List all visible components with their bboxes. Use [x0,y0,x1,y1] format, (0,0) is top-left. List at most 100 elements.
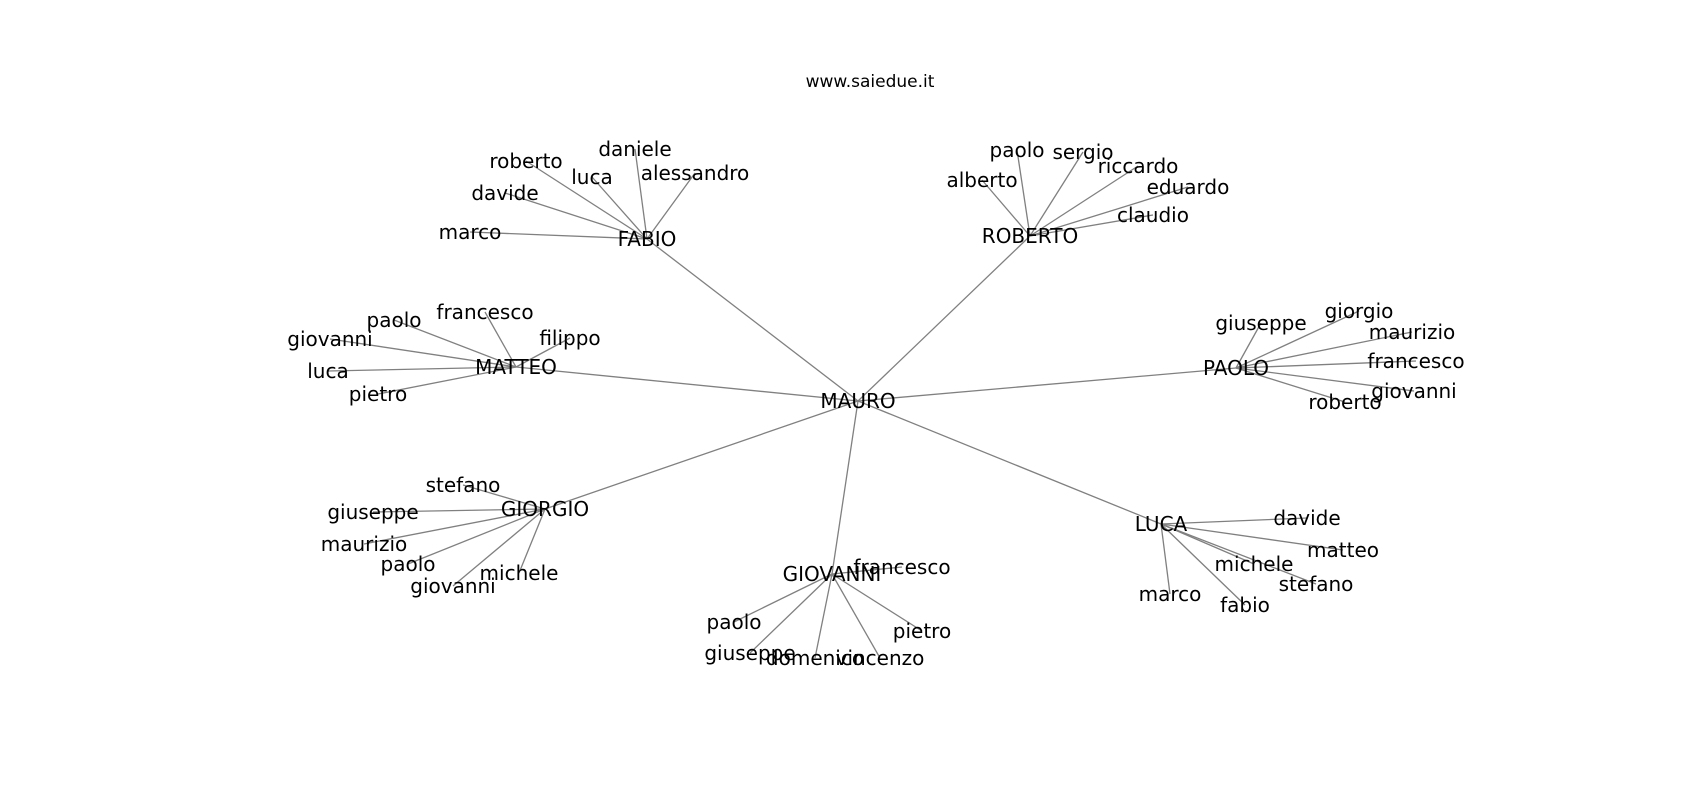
edge-hub-to-leaf [1016,149,1031,237]
leaf-node-label: daniele [598,137,671,161]
edge-hub-to-leaf [1029,151,1084,237]
edge-root-to-hub [857,400,1162,525]
leaf-node-label: paolo [381,552,436,576]
edge-hub-to-leaf [1160,523,1317,585]
leaf-node-label: michele [1215,552,1294,576]
hub-node-label: GIOVANNI [783,562,882,586]
edge-hub-to-leaf [1160,523,1171,595]
leaf-node-label: filippo [539,326,600,350]
edge-hub-to-leaf [469,231,648,240]
edge-hub-to-leaf [462,484,546,510]
leaf-node-label: paolo [367,308,422,332]
leaf-node-label: alberto [946,168,1017,192]
edge-hub-to-leaf [372,508,546,513]
edge-hub-to-leaf [329,338,517,368]
leaf-node-label: stefano [1279,572,1354,596]
hub-node-label: MATTEO [475,355,557,379]
leaf-node-label: giovanni [410,574,496,598]
leaf-node-label: paolo [990,138,1045,162]
edge-hub-to-leaf [327,366,517,372]
leaf-node-label: luca [307,359,348,383]
diagram-title: www.saiedue.it [805,72,935,92]
leaf-node-label: roberto [489,149,562,173]
hub-node-label: LUCA [1135,512,1188,536]
edge-root-to-hub [646,238,859,402]
edge-hub-to-leaf [1235,367,1346,403]
leaf-node-label: francesco [436,300,533,324]
edge-hub-to-leaf [1235,367,1415,392]
leaf-node-label: pietro [349,382,407,406]
hub-node-label: PAOLO [1203,356,1269,380]
leaf-node-label: marco [1139,582,1202,606]
edge-hub-to-leaf [1235,322,1262,369]
hub-node-label: FABIO [618,227,677,251]
leaf-node-label: giuseppe [704,641,795,665]
edge-hub-to-leaf [831,566,903,575]
edge-hub-to-leaf [1235,360,1417,369]
edge-hub-to-leaf [525,160,648,240]
leaf-node-label: claudio [1117,203,1189,227]
edge-hub-to-leaf [733,573,833,623]
edge-hub-to-leaf [1160,523,1246,606]
edge-hub-to-leaf [749,573,833,654]
leaf-node-label: marco [439,220,502,244]
leaf-node-label: pietro [893,619,951,643]
leaf-node-label: francesco [853,555,950,579]
leaf-node-label: davide [471,181,538,205]
edge-root-to-hub [515,366,859,402]
leaf-node-label: paolo [707,610,762,634]
edge-root-to-hub [857,367,1237,402]
leaf-node-label: francesco [1367,349,1464,373]
leaf-node-label: stefano [426,473,501,497]
edge-hub-to-leaf [377,366,517,395]
leaf-node-label: eduardo [1147,175,1230,199]
edge-hub-to-leaf [591,176,648,240]
edge-hub-to-leaf [831,573,881,659]
leaf-node-label: davide [1273,506,1340,530]
root-node-label: MAURO [820,389,895,413]
leaf-node-label: alessandro [641,161,750,185]
leaf-node-label: maurizio [321,532,407,556]
leaf-node-label: sergio [1052,140,1113,164]
edge-hub-to-leaf [452,508,546,587]
leaf-node-label: giovanni [1371,379,1457,403]
leaf-node-label: giorgio [1325,299,1394,323]
edge-hub-to-leaf [646,172,696,240]
edge-hub-to-leaf [407,508,546,565]
edge-hub-to-leaf [831,573,923,632]
edge-hub-to-leaf [504,192,648,240]
edges [327,148,1417,659]
leaf-node-label: riccardo [1098,154,1179,178]
leaf-node-label: fabio [1220,593,1270,617]
edge-root-to-hub [544,400,859,510]
edge-hub-to-leaf [1029,186,1189,237]
leaf-node-label: giuseppe [1215,311,1306,335]
leaf-node-label: maurizio [1369,320,1455,344]
edge-hub-to-leaf [634,148,648,240]
edge-hub-to-leaf [1235,331,1413,369]
hub-node-label: GIORGIO [501,497,589,521]
hub-node-label: ROBERTO [982,224,1078,248]
edge-hub-to-leaf [1160,517,1308,525]
edge-hub-to-leaf [363,508,546,545]
edge-hub-to-leaf [981,179,1031,237]
leaf-node-label: giovanni [287,327,373,351]
edge-hub-to-leaf [393,319,517,368]
edge-root-to-hub [831,400,859,575]
leaf-node-label: vincenzo [836,646,925,670]
edge-hub-to-leaf [1235,310,1360,369]
edge-root-to-hub [857,235,1031,402]
edge-hub-to-leaf [1160,523,1344,551]
leaf-node-label: roberto [1308,390,1381,414]
leaf-node-label: domenico [766,646,864,670]
edge-hub-to-leaf [484,311,517,368]
edge-hub-to-leaf [1029,214,1154,237]
leaf-node-label: giuseppe [327,500,418,524]
edge-hub-to-leaf [515,337,571,368]
edge-hub-to-leaf [814,573,833,659]
leaf-node-label: luca [571,165,612,189]
edge-hub-to-leaf [1029,165,1139,237]
leaf-node-label: michele [480,561,559,585]
edge-hub-to-leaf [518,508,546,574]
